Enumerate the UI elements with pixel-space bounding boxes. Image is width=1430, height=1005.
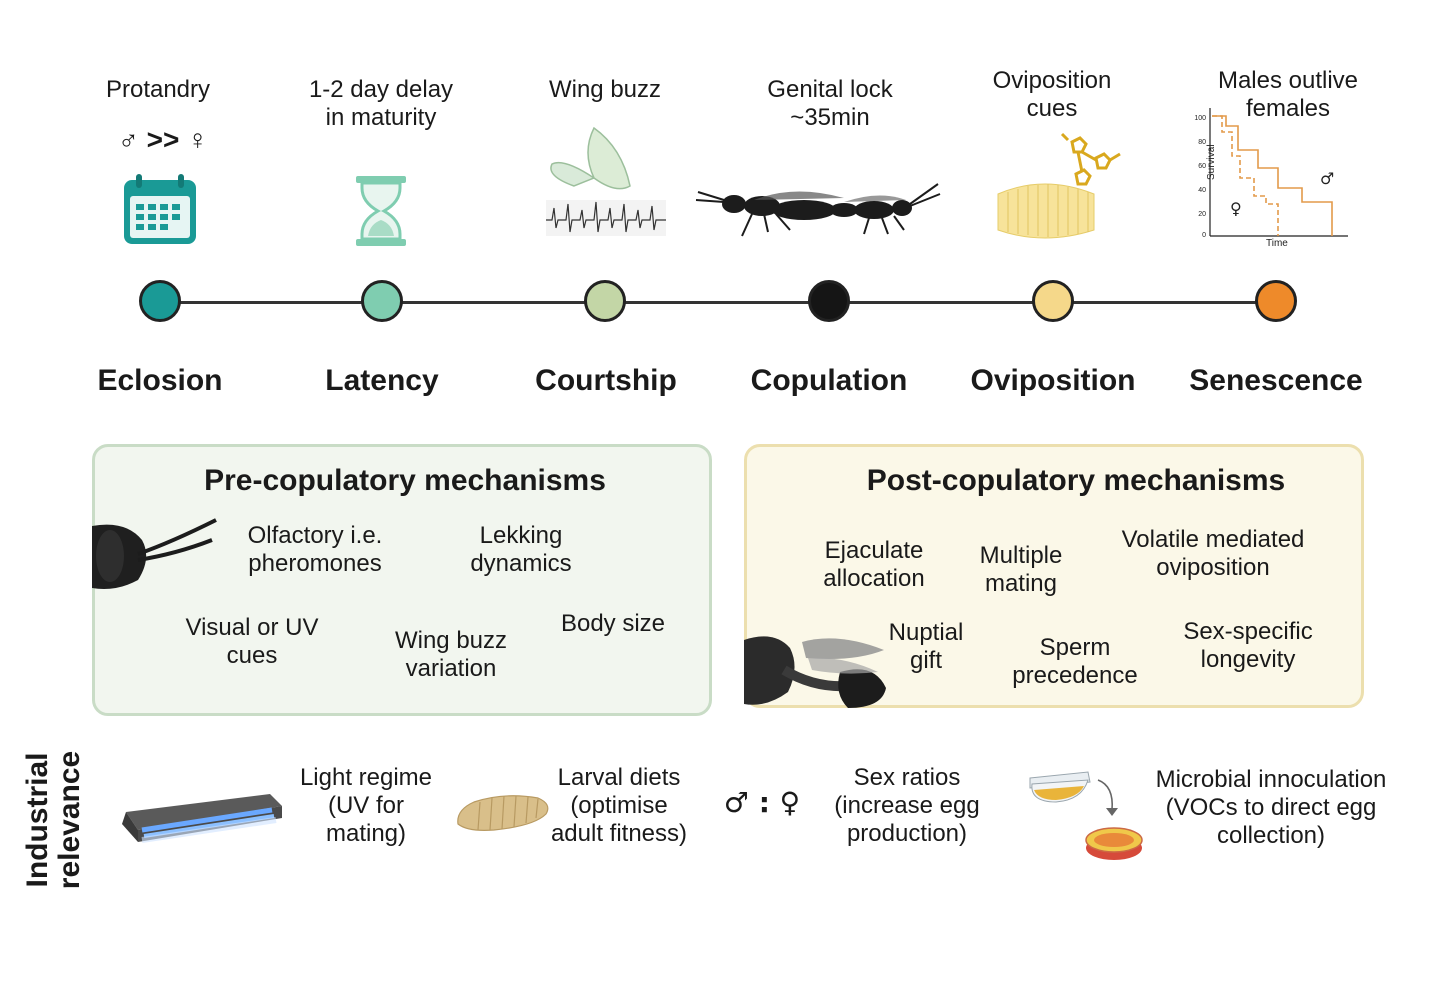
mating-flies-icon: [695, 183, 941, 237]
stage-oviposition: Oviposition: [970, 364, 1136, 397]
label-wing-buzz: Wing buzz: [548, 76, 662, 103]
calendar-icon: [124, 174, 196, 244]
male-survival-curve: [1212, 115, 1333, 236]
pre-copulatory-title: Pre-copulatory mechanisms: [204, 464, 606, 497]
sex-ratio-symbol: ♂ : ♀: [723, 786, 801, 819]
industrial-sex-ratios: Sex ratios (increase egg production): [834, 764, 980, 847]
stage-dot-senescence: [1255, 280, 1297, 322]
stage-latency: Latency: [325, 364, 439, 397]
industrial-microbial: Microbial innoculation (VOCs to direct e…: [1155, 766, 1387, 849]
survival-chart: Survival 100 80 60 40 20 0 ♂ ♀ Time: [1194, 108, 1348, 249]
ytick: 0: [1202, 232, 1206, 239]
mech-visual-uv: Visual or UV cues: [185, 614, 319, 669]
timeline-line: [160, 301, 1278, 304]
post-copulatory-title: Post-copulatory mechanisms: [866, 464, 1286, 497]
stage-courtship: Courtship: [535, 364, 677, 397]
label-maturity-delay: 1-2 day delay in maturity: [308, 76, 454, 131]
mech-multiple-mating: Multiple mating: [979, 542, 1063, 597]
wing-buzz-icon: [546, 126, 666, 236]
stage-dot-eclosion: [139, 280, 181, 322]
protandry-symbol: ♂ >> ♀: [117, 124, 209, 155]
label-protandry: Protandry: [105, 76, 211, 103]
stage-senescence: Senescence: [1189, 364, 1363, 397]
uv-lamp-icon: [122, 794, 282, 843]
mech-wing-buzz-variation: Wing buzz variation: [394, 627, 508, 682]
industrial-relevance-label: Industrial relevance: [21, 750, 86, 890]
female-symbol: ♀: [1230, 199, 1242, 218]
stage-dot-latency: [361, 280, 403, 322]
hourglass-icon: [356, 176, 406, 246]
fly-head-icon: [92, 518, 217, 589]
ytick: 40: [1198, 187, 1206, 194]
mech-sex-specific-longevity: Sex-specific longevity: [1183, 618, 1313, 673]
industrial-larval-diets: Larval diets (optimise adult fitness): [550, 764, 688, 847]
label-genital-lock: Genital lock ~35min: [767, 76, 893, 131]
pre-copulatory-box: [92, 444, 712, 716]
mech-nuptial-gift: Nuptial gift: [888, 619, 964, 674]
industrial-light-regime: Light regime (UV for mating): [299, 764, 433, 847]
ytick: 60: [1198, 163, 1206, 170]
female-survival-curve: [1212, 115, 1279, 236]
ytick: 100: [1194, 115, 1206, 122]
larva-icon: [457, 795, 549, 831]
label-males-outlive: Males outlive females: [1217, 67, 1359, 122]
stage-copulation: Copulation: [750, 364, 908, 397]
mech-sperm-precedence: Sperm precedence: [1012, 634, 1138, 689]
mech-volatile-oviposition: Volatile mediated oviposition: [1121, 526, 1305, 581]
ytick: 20: [1198, 211, 1206, 218]
stage-dot-copulation: [808, 280, 850, 322]
mech-ejaculate: Ejaculate allocation: [823, 537, 925, 592]
oviposition-cues-icon: [997, 132, 1121, 239]
label-oviposition-cues: Oviposition cues: [992, 67, 1112, 122]
survival-axis-label: Survival: [1206, 144, 1217, 180]
stage-dot-courtship: [584, 280, 626, 322]
fly-abdomen-icon: [744, 636, 886, 708]
stage-dot-oviposition: [1032, 280, 1074, 322]
stage-eclosion: Eclosion: [97, 364, 223, 397]
time-axis-label: Time: [1266, 238, 1288, 249]
flask-petri-icon: [1029, 771, 1143, 860]
ytick: 80: [1198, 139, 1206, 146]
mech-body-size: Body size: [560, 610, 666, 637]
mech-lekking: Lekking dynamics: [470, 522, 572, 577]
mech-olfactory: Olfactory i.e. pheromones: [247, 522, 383, 577]
male-symbol: ♂: [1320, 169, 1334, 188]
